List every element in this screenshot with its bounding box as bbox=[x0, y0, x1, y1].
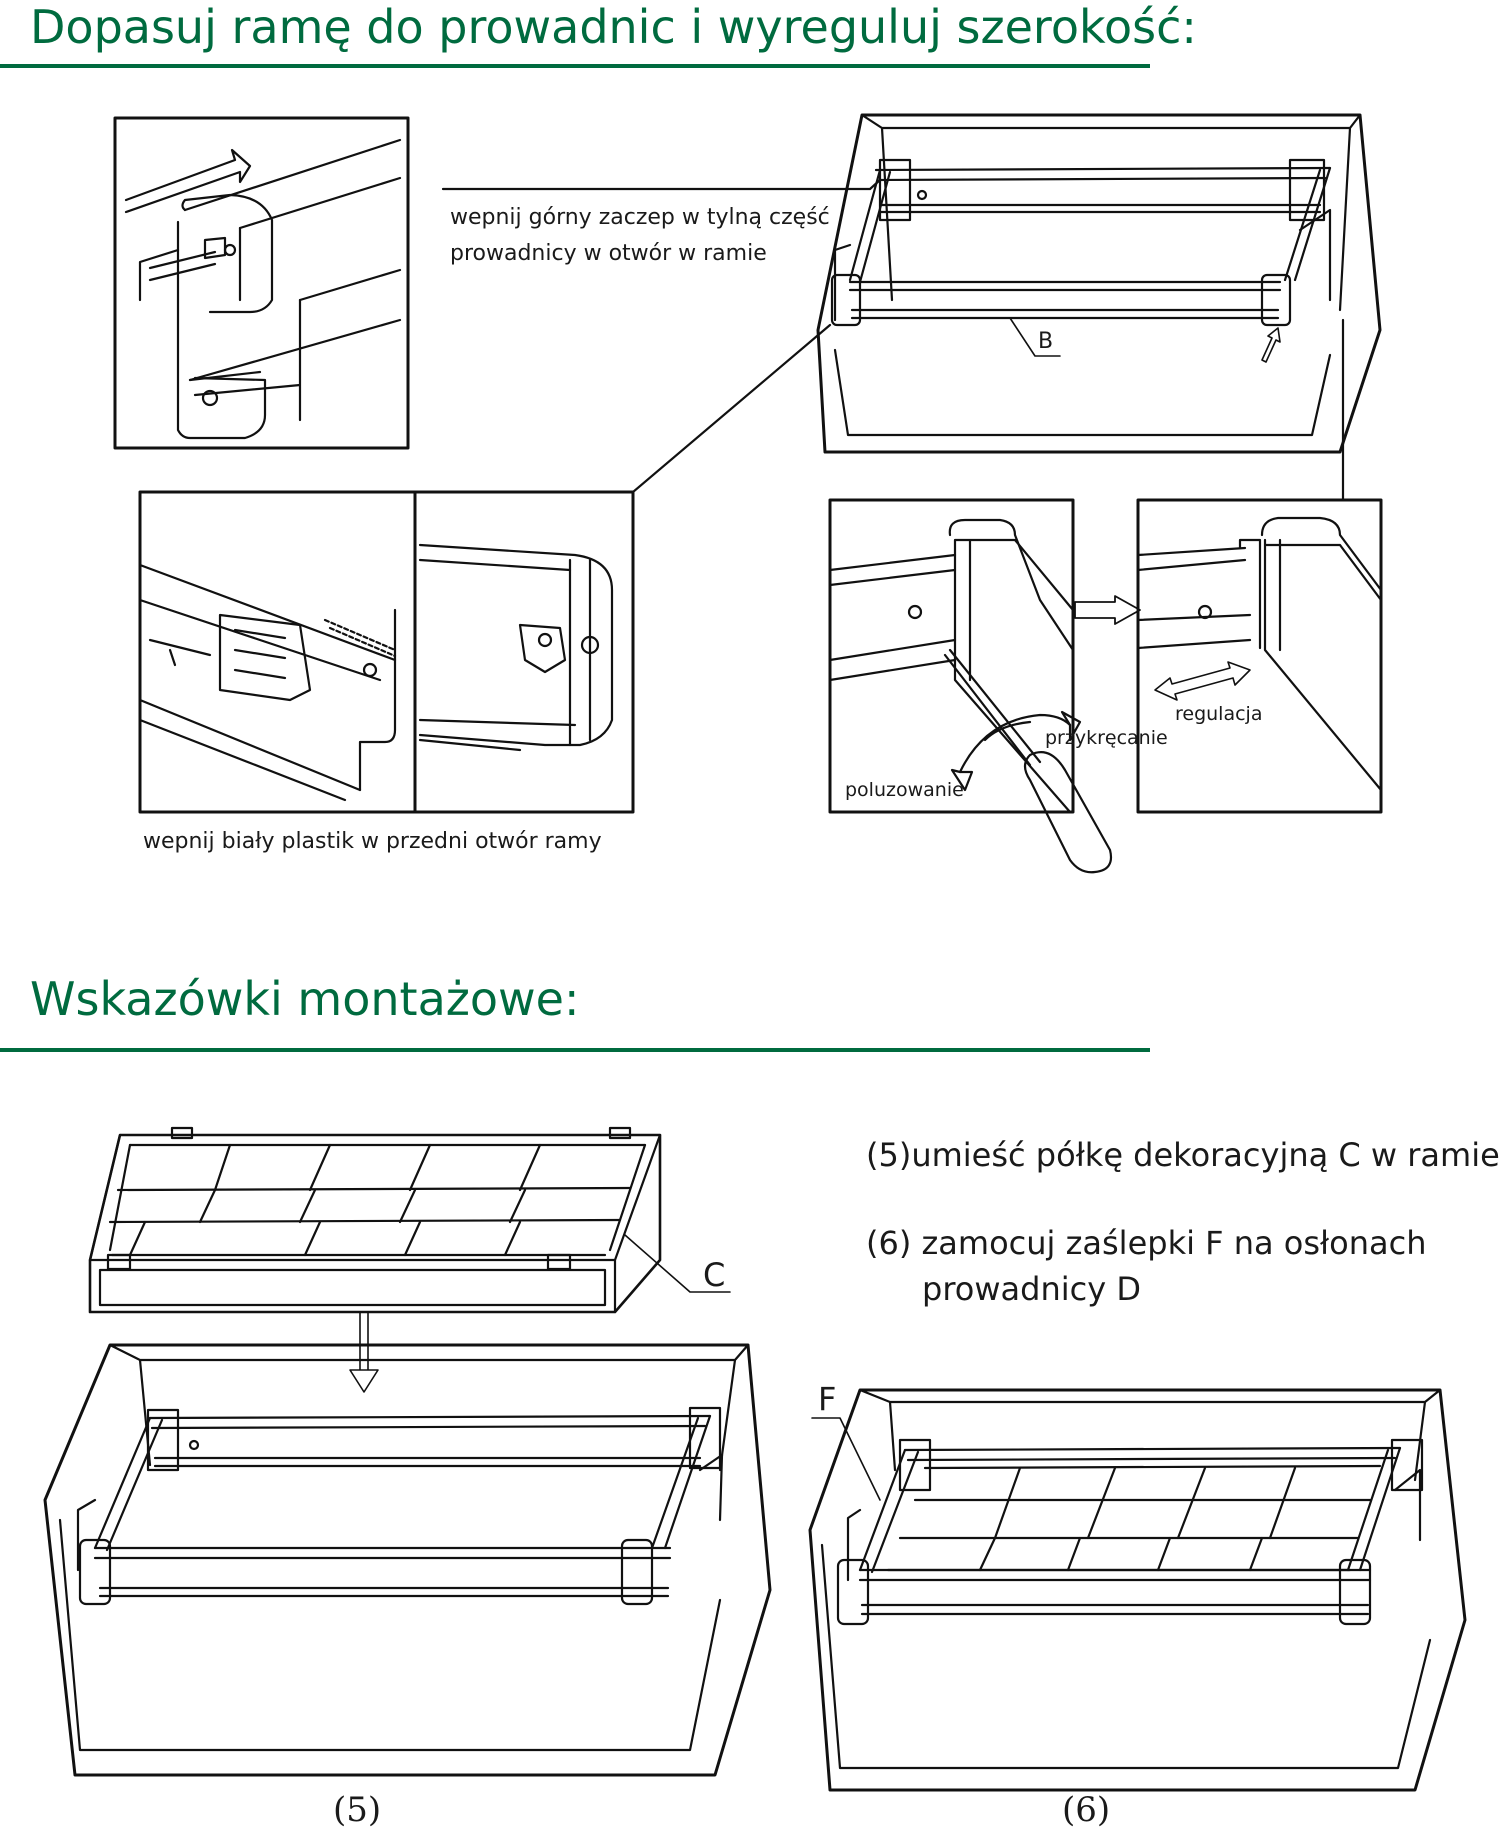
callout-rear-clip-line2: prowadnicy w otwór w ramie bbox=[450, 241, 767, 266]
step-6-instruction-line2: prowadnicy D bbox=[922, 1270, 1141, 1308]
section-title-assembly-tips: Wskazówki montażowe: bbox=[30, 972, 580, 1026]
figure-6-caption: (6) bbox=[1062, 1790, 1111, 1830]
figure-6-caps-installed bbox=[808, 1388, 1467, 1792]
label-b: B bbox=[1038, 329, 1054, 354]
step-6-instruction-line1: (6) zamocuj zaślepki F na osłonach bbox=[866, 1224, 1427, 1262]
cabinet-frame-top bbox=[816, 113, 1382, 454]
label-loosen: poluzowanie bbox=[845, 779, 964, 801]
figure-5-shelf-insert bbox=[43, 1126, 772, 1777]
step-5-instruction: (5)umieść półkę dekoracyjną C w ramie bbox=[866, 1136, 1500, 1174]
label-c: C bbox=[703, 1256, 726, 1294]
detail-rear-clip bbox=[113, 116, 410, 450]
label-adjust: regulacja bbox=[1175, 703, 1263, 725]
title-underline bbox=[0, 64, 1150, 68]
figure-5-caption: (5) bbox=[333, 1790, 382, 1830]
detail-front-clip bbox=[138, 490, 635, 814]
section-title-frame-fitting: Dopasuj ramę do prowadnic i wyreguluj sz… bbox=[30, 0, 1197, 54]
label-tighten: przykręcanie bbox=[1045, 727, 1168, 749]
callout-rear-clip-line1: wepnij górny zaczep w tylną część bbox=[450, 205, 830, 230]
title-underline bbox=[0, 1048, 1150, 1052]
label-f: F bbox=[818, 1380, 837, 1418]
callout-front-clip: wepnij biały plastik w przedni otwór ram… bbox=[143, 829, 602, 854]
detail-loosen-screw bbox=[828, 498, 1113, 874]
detail-adjust-width bbox=[1136, 498, 1383, 814]
